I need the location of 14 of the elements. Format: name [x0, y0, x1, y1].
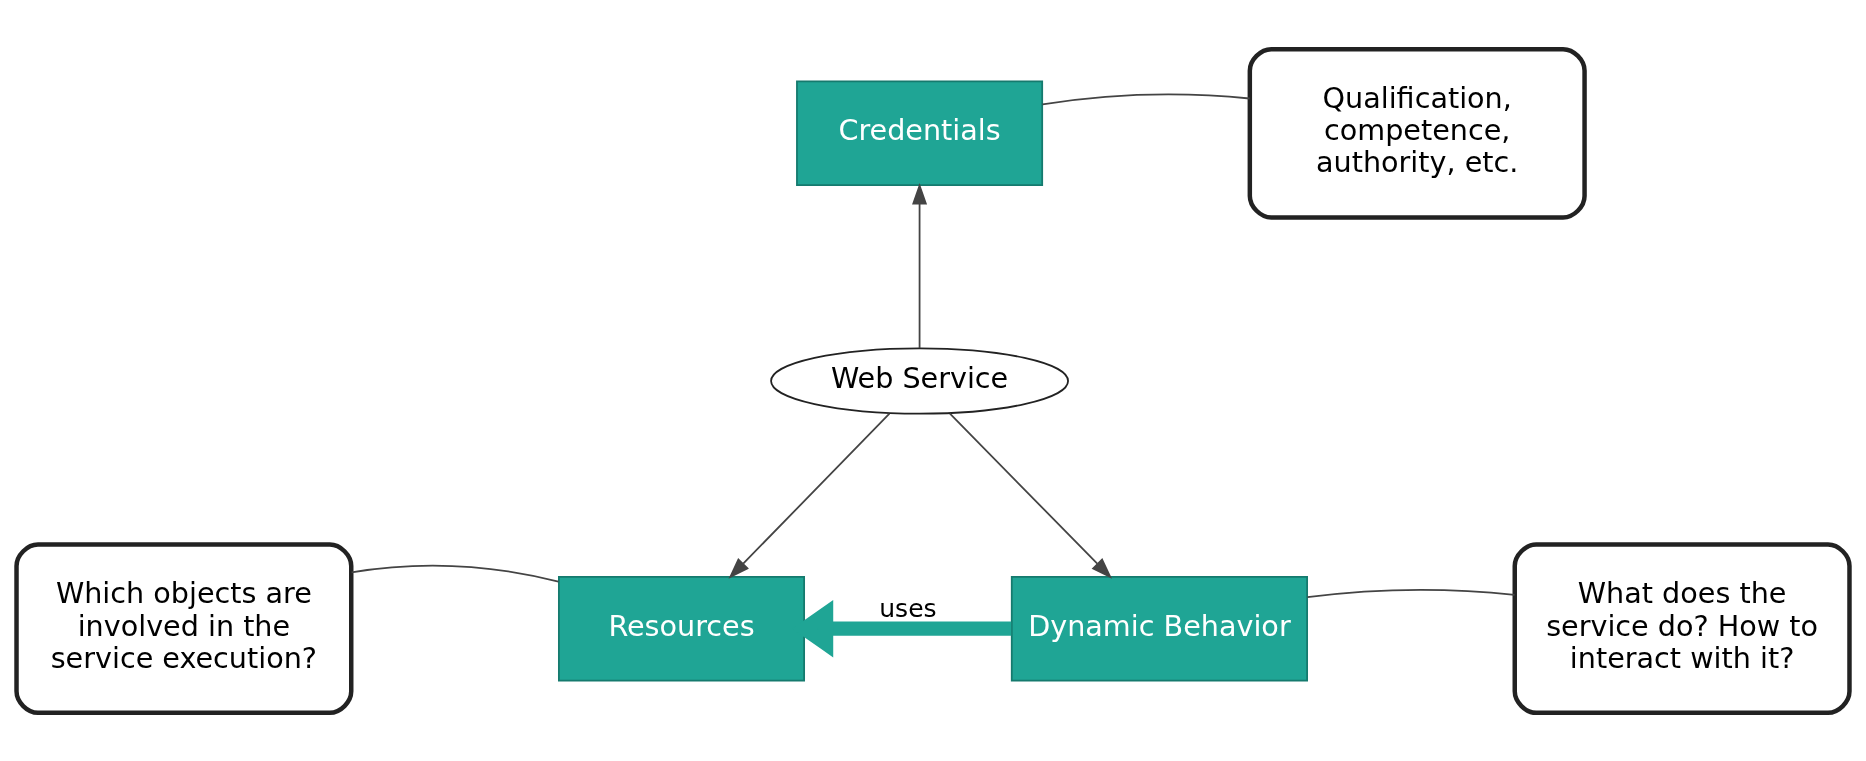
connector — [1041, 93, 1251, 105]
node-box: Resources — [558, 575, 805, 681]
connector — [1306, 588, 1516, 598]
node-box: Which objects are involved in the service execution? — [14, 541, 354, 715]
edge-label: uses — [879, 593, 937, 623]
arrow — [728, 412, 891, 579]
arrow — [912, 182, 928, 349]
node-box: Credentials — [796, 80, 1044, 186]
node-box: Dynamic Behavior — [1010, 575, 1308, 681]
node-box: Qualification, competence, authority, etc. — [1247, 46, 1587, 220]
arrow — [949, 412, 1113, 579]
connector — [350, 564, 560, 583]
node-box: What does the service do? How to interact with it? — [1512, 541, 1852, 715]
node-ellipse: Web Service — [770, 346, 1069, 415]
